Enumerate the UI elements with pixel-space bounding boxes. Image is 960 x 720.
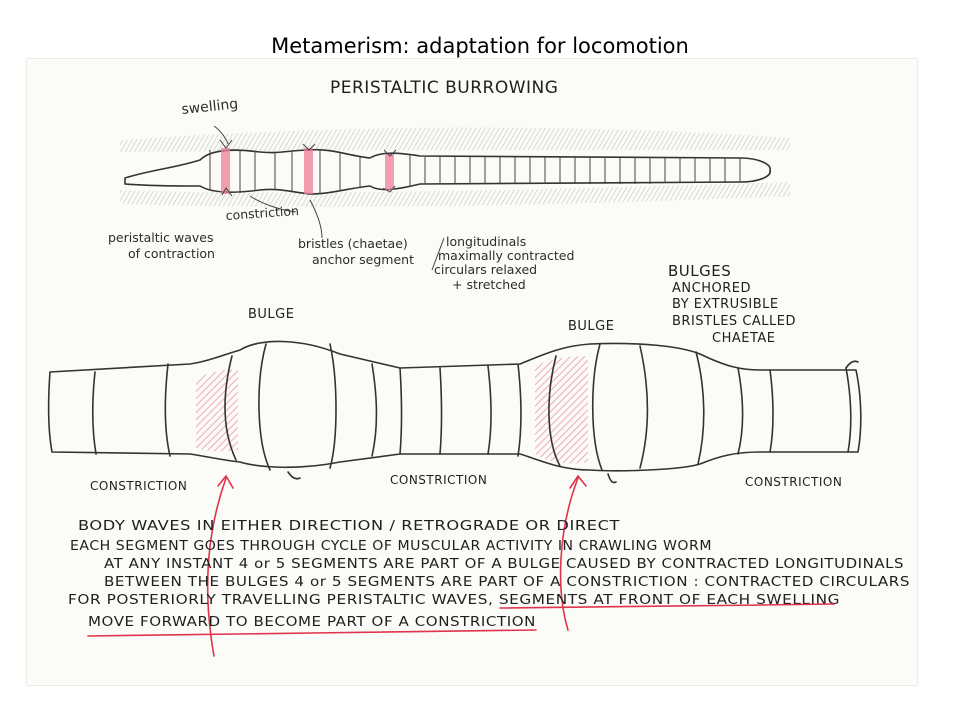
anchor-segment-3 [385, 154, 394, 190]
note-line-1: BODY WAVES IN EITHER DIRECTION / RETROGR… [78, 518, 620, 534]
anchor-segment-1 [221, 148, 230, 194]
burrow-heading: PERISTALTIC BURROWING [330, 78, 558, 98]
bulges-note-line-3: BY EXTRUSIBLE [672, 297, 779, 312]
note-line-5: FOR POSTERIORLY TRAVELLING PERISTALTIC W… [68, 592, 840, 608]
bulges-note: BULGES ANCHORED BY EXTRUSIBLE BRISTLES C… [668, 262, 796, 346]
bulge-shading-right [535, 356, 588, 464]
bulges-note-line-2: ANCHORED [672, 281, 751, 296]
longit-label-2: maximally contracted [438, 248, 574, 263]
sketch-paper [26, 58, 918, 686]
bulges-note-line-1: BULGES [668, 262, 731, 280]
longit-label-1: longitudinals [446, 234, 526, 249]
wave-arrow-left [206, 474, 234, 657]
note-underline-1 [499, 603, 835, 609]
notes-block: BODY WAVES IN EITHER DIRECTION / RETROGR… [68, 518, 910, 637]
waves-label-1: peristaltic waves [108, 230, 214, 245]
constriction-label-1: CONSTRICTION [90, 479, 187, 493]
bulges-note-line-5: CHAETAE [712, 331, 776, 346]
anchor-segment-2 [304, 148, 313, 194]
crawling-segments [92, 343, 852, 471]
burrow-diagram: PERISTALTIC BURROWING swelling constrict… [108, 78, 790, 292]
swelling-label: swelling [181, 96, 239, 118]
longit-label-3: circulars relaxed [434, 262, 537, 277]
note-line-4: BETWEEN THE BULGES 4 or 5 SEGMENTS ARE P… [104, 574, 910, 590]
bulge-shading-left [196, 369, 238, 452]
constriction-label-2: CONSTRICTION [390, 473, 487, 487]
bristles-label-1: bristles (chaetae) [298, 236, 408, 251]
constriction-label-3: CONSTRICTION [745, 475, 842, 489]
wave-arrow-right [559, 474, 587, 631]
crawling-worm-body [47, 340, 862, 472]
bulge-label-left: BULGE [248, 307, 294, 322]
bulge-label-right: BULGE [568, 319, 614, 334]
note-line-2: EACH SEGMENT GOES THROUGH CYCLE OF MUSCU… [70, 538, 712, 554]
crawling-bristles [287, 360, 859, 484]
constriction-label: constriction [225, 203, 299, 223]
waves-label-2: of contraction [128, 246, 215, 261]
burrow-pointers [213, 125, 445, 271]
note-line-6: MOVE FORWARD TO BECOME PART OF A CONSTRI… [88, 614, 536, 630]
crawling-worm-diagram: BULGE BULGE CONSTRICTION CONSTRICTION CO… [47, 262, 862, 657]
slide-title: Metamerism: adaptation for locomotion [271, 34, 689, 58]
burrow-soil-top [120, 127, 790, 152]
note-underline-2 [87, 629, 537, 637]
burrow-worm-body [124, 148, 771, 195]
burrow-soil-bottom [120, 182, 790, 207]
longit-label-4: + stretched [452, 277, 526, 292]
bristle-marks [219, 139, 397, 197]
burrow-segments [209, 150, 741, 194]
bulges-note-line-4: BRISTLES CALLED [672, 314, 796, 329]
bristles-label-2: anchor segment [312, 252, 414, 267]
note-line-3: AT ANY INSTANT 4 or 5 SEGMENTS ARE PART … [104, 556, 904, 572]
